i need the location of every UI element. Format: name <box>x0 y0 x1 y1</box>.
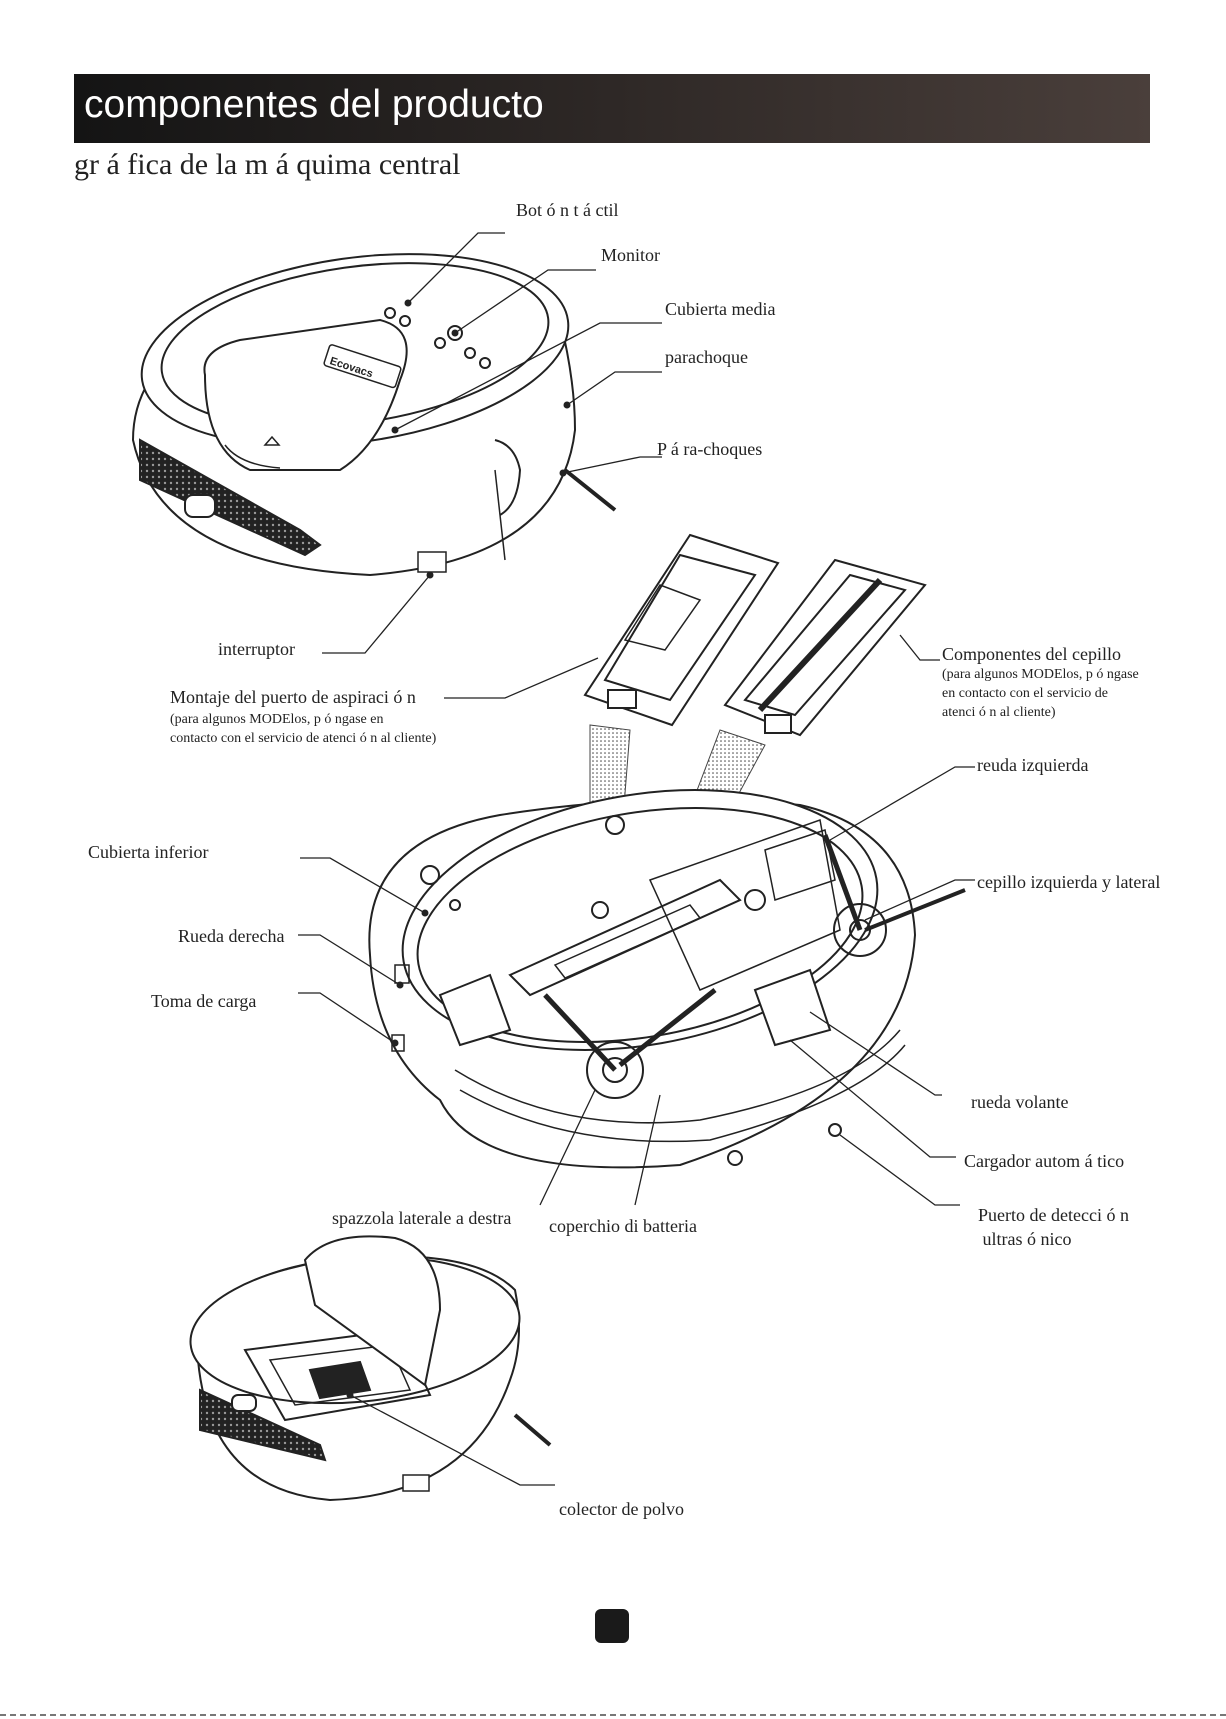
robot-underside-view <box>368 789 966 1169</box>
label-montaje: Montaje del puerto de aspiraci ó n <box>170 687 416 707</box>
label-monitor: Monitor <box>601 245 661 265</box>
label-cubierta-inferior: Cubierta inferior <box>88 842 209 862</box>
leader-lines <box>298 232 975 1486</box>
label-reuda-izquierda: reuda izquierda <box>977 755 1089 775</box>
label-toma-carga: Toma de carga <box>151 991 257 1011</box>
label-spazzola: spazzola laterale a destra <box>332 1208 512 1228</box>
label-colector: colector de polvo <box>559 1499 684 1519</box>
label-rueda-derecha: Rueda derecha <box>178 926 285 946</box>
note-montaje: (para algunos MODElos, p ó ngase en cont… <box>170 712 437 746</box>
label-parachoque: parachoque <box>665 347 748 367</box>
robot-top-view: Ecovacs <box>131 253 617 577</box>
section-header-bar: componentes del producto <box>74 74 1150 143</box>
label-cargador: Cargador autom á tico <box>964 1151 1125 1171</box>
label-para-choques: P á ra-choques <box>657 439 763 459</box>
section-title: componentes del producto <box>84 83 544 126</box>
page-cut-line <box>0 1714 1226 1716</box>
diagram-subtitle: gr á fica de la m á quima central <box>74 148 461 181</box>
label-coperchio: coperchio di batteria <box>549 1216 697 1236</box>
label-interruptor: interruptor <box>218 639 295 659</box>
note-componentes-cepillo: (para algunos MODElos, p ó ngase en cont… <box>942 667 1139 720</box>
label-cubierta-media: Cubierta media <box>665 299 776 319</box>
label-cepillo-izquierda: cepillo izquierda y lateral <box>977 872 1161 892</box>
robot-open-lid-view <box>189 1235 552 1502</box>
label-componentes-cepillo: Componentes del cepillo <box>942 644 1121 664</box>
label-rueda-volante: rueda volante <box>971 1092 1069 1112</box>
page-number-marker <box>595 1609 629 1643</box>
label-puerto-deteccion: Puerto de detecci ó n ultras ó nico <box>978 1205 1129 1250</box>
label-boton-tactil: Bot ó n t á ctil <box>516 200 619 220</box>
leader-dots <box>346 299 571 1399</box>
